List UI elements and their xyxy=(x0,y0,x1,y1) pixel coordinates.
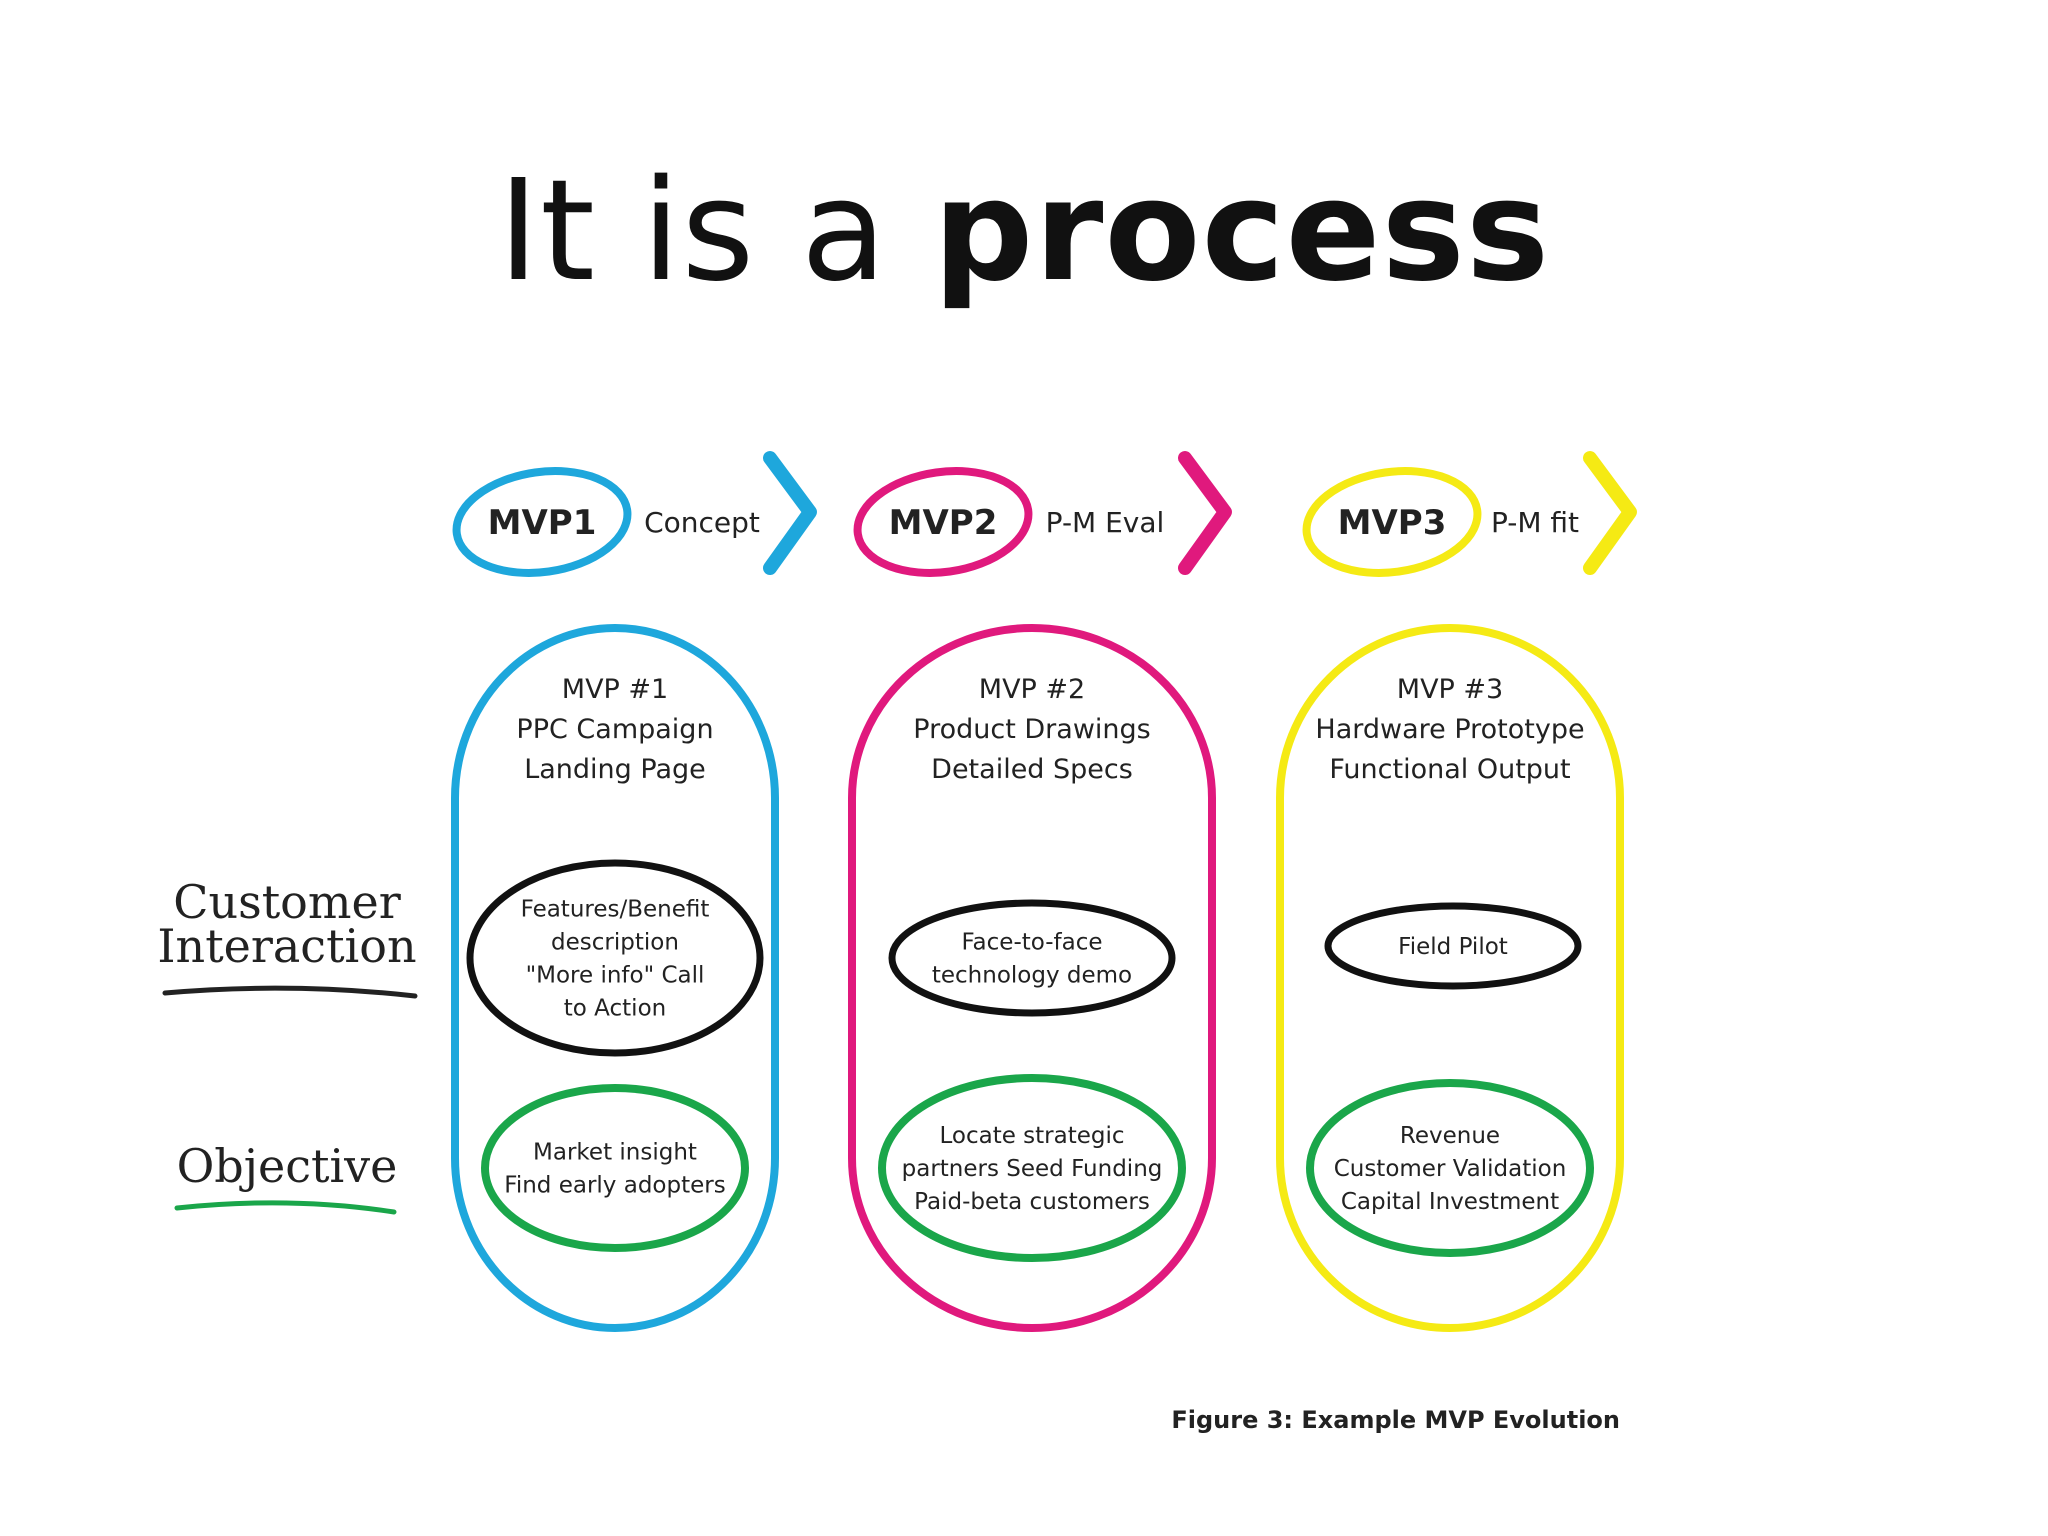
mvp2-objective-ellipse xyxy=(878,1074,1186,1262)
mvp2-objective-line: Locate strategic xyxy=(939,1123,1124,1149)
mvp3-stage-label: P-M fit xyxy=(1491,506,1579,539)
title-part1: It is a xyxy=(497,150,934,313)
mvp2-interaction-line: technology demo xyxy=(932,963,1132,989)
mvp2-badge-label: MVP2 xyxy=(889,503,998,543)
mvp1-objective-line: Market insight xyxy=(533,1140,697,1166)
row-label-interaction: Interaction xyxy=(157,919,416,973)
mvp2-title-line: Detailed Specs xyxy=(931,754,1133,785)
mvp1-title-line: Landing Page xyxy=(524,754,706,785)
mvp2-objective-line: partners Seed Funding xyxy=(902,1156,1163,1182)
mvp1-interaction-line: to Action xyxy=(564,996,666,1022)
mvp3-title-line: Functional Output xyxy=(1329,754,1570,785)
mvp2-pill-outline xyxy=(848,624,1216,1332)
mvp1-interaction-line: Features/Benefit xyxy=(521,897,710,923)
mvp3-badge-ellipse xyxy=(1302,467,1482,577)
chevron-right-icon xyxy=(1583,451,1637,575)
mvp1-interaction-line: description xyxy=(551,930,679,956)
mvp2-stage-label: P-M Eval xyxy=(1046,506,1165,539)
mvp1-pill-outline xyxy=(451,624,779,1332)
mvp3-objective-line: Customer Validation xyxy=(1334,1156,1567,1182)
mvp3-interaction-line: Field Pilot xyxy=(1398,934,1508,960)
mvp1-stage-label: Concept xyxy=(644,506,760,539)
slide-title: It is a process xyxy=(0,150,2048,313)
title-part2: process xyxy=(933,150,1551,313)
mvp1-title-line: MVP #1 xyxy=(562,674,668,705)
mvp2-title-line: Product Drawings xyxy=(913,714,1150,745)
mvp1-badge-ellipse xyxy=(452,467,632,577)
mvp2-title-line: MVP #2 xyxy=(979,674,1085,705)
mvp3-pill-outline xyxy=(1276,624,1624,1332)
mvp2-interaction-line: Face-to-face xyxy=(961,930,1102,956)
mvp3-objective-line: Capital Investment xyxy=(1341,1189,1559,1215)
mvp3-interaction-ellipse xyxy=(1324,902,1582,990)
mvp1-interaction-ellipse xyxy=(466,859,764,1057)
mvp2-objective-line: Paid-beta customers xyxy=(914,1189,1150,1215)
mvp1-objective-line: Find early adopters xyxy=(504,1173,725,1199)
mvp2-interaction-ellipse xyxy=(888,899,1176,1017)
mvp3-objective-ellipse xyxy=(1306,1079,1594,1257)
mvp1-badge-label: MVP1 xyxy=(488,503,597,543)
chevron-right-icon xyxy=(1178,451,1232,575)
mvp1-objective-ellipse xyxy=(481,1084,749,1252)
mvp3-objective-line: Revenue xyxy=(1400,1123,1500,1149)
mvp3-title-line: MVP #3 xyxy=(1397,674,1503,705)
row-label-objective: Objective xyxy=(177,1139,398,1193)
customer-underline xyxy=(162,985,418,999)
mvp1-interaction-line: "More info" Call xyxy=(526,963,705,989)
mvp3-badge-label: MVP3 xyxy=(1338,503,1447,543)
mvp1-title-line: PPC Campaign xyxy=(516,714,713,745)
mvp2-badge-ellipse xyxy=(853,467,1033,577)
mvp3-title-line: Hardware Prototype xyxy=(1315,714,1584,745)
figure-caption: Figure 3: Example MVP Evolution xyxy=(1171,1406,1620,1434)
objective-underline xyxy=(174,1200,397,1215)
row-label-customer: Customer xyxy=(173,875,400,929)
chevron-right-icon xyxy=(763,451,817,575)
